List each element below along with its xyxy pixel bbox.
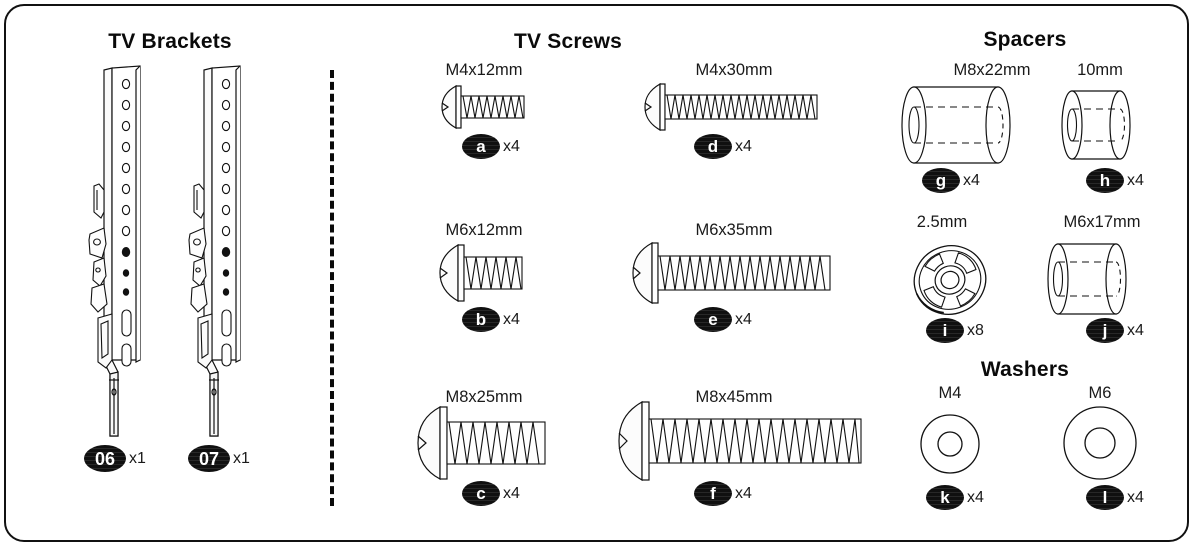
part-badge-j: j x4 — [1086, 318, 1144, 343]
badge-ellipse-b: b — [462, 307, 500, 332]
part-badge-a: a x4 — [462, 134, 520, 159]
qty-06: x1 — [129, 449, 146, 467]
part-label-k: M4 — [938, 384, 962, 402]
part-badge-b: b x4 — [462, 307, 520, 332]
part-label-c: M8x25mm — [445, 388, 523, 406]
screw-b-icon — [436, 243, 536, 303]
badge-ellipse-f: f — [694, 481, 732, 506]
part-badge-06: 06 x1 — [84, 445, 146, 472]
qty-k: x4 — [967, 488, 984, 506]
qty-a: x4 — [503, 137, 520, 155]
part-badge-l: l x4 — [1086, 485, 1144, 510]
badge-ellipse-k: k — [926, 485, 964, 510]
section-title-spacers: Spacers — [983, 28, 1067, 51]
tv-bracket-07-icon — [188, 62, 258, 442]
part-badge-d: d x4 — [694, 134, 752, 159]
qty-e: x4 — [735, 310, 752, 328]
part-badge-h: h x4 — [1086, 168, 1144, 193]
part-label-b: M6x12mm — [445, 221, 523, 239]
qty-d: x4 — [735, 137, 752, 155]
badge-ellipse-e: e — [694, 307, 732, 332]
spacer-j-icon — [1044, 238, 1144, 320]
qty-f: x4 — [735, 484, 752, 502]
badge-ellipse-i: i — [926, 318, 964, 343]
spacer-g-icon — [898, 83, 1018, 167]
washer-l-icon — [1056, 398, 1148, 488]
part-label-d: M4x30mm — [695, 61, 773, 79]
section-title-tv-screws: TV Screws — [513, 30, 623, 53]
part-badge-c: c x4 — [462, 481, 520, 506]
part-label-i: 2.5mm — [916, 213, 968, 231]
qty-j: x4 — [1127, 321, 1144, 339]
part-badge-k: k x4 — [926, 485, 984, 510]
part-label-h: 10mm — [1077, 61, 1123, 79]
part-label-j: M6x17mm — [1063, 213, 1141, 231]
washer-k-icon — [912, 406, 992, 482]
badge-ellipse-l: l — [1086, 485, 1124, 510]
section-divider-dashed — [330, 70, 334, 506]
qty-g: x4 — [963, 171, 980, 189]
badge-ellipse-06: 06 — [84, 445, 126, 472]
qty-l: x4 — [1127, 488, 1144, 506]
part-label-g: M8x22mm — [953, 61, 1031, 79]
part-badge-i: i x8 — [926, 318, 984, 343]
section-title-tv-brackets: TV Brackets — [108, 30, 232, 53]
badge-ellipse-g: g — [922, 168, 960, 193]
screw-a-icon — [438, 84, 538, 130]
badge-ellipse-c: c — [462, 481, 500, 506]
screw-e-icon — [628, 240, 838, 306]
screw-d-icon — [640, 82, 830, 132]
badge-ellipse-j: j — [1086, 318, 1124, 343]
badge-ellipse-a: a — [462, 134, 500, 159]
section-title-washers: Washers — [980, 358, 1070, 381]
screw-c-icon — [414, 404, 554, 482]
spacer-i-icon — [902, 238, 998, 322]
qty-i: x8 — [967, 321, 984, 339]
part-badge-07: 07 x1 — [188, 445, 250, 472]
qty-h: x4 — [1127, 171, 1144, 189]
qty-07: x1 — [233, 449, 250, 467]
spacer-h-icon — [1058, 83, 1148, 167]
part-badge-g: g x4 — [922, 168, 980, 193]
qty-b: x4 — [503, 310, 520, 328]
part-label-f: M8x45mm — [695, 388, 773, 406]
part-label-l: M6 — [1088, 384, 1112, 402]
badge-ellipse-07: 07 — [188, 445, 230, 472]
part-label-e: M6x35mm — [695, 221, 773, 239]
part-badge-f: f x4 — [694, 481, 752, 506]
part-label-a: M4x12mm — [445, 61, 523, 79]
screw-f-icon — [614, 399, 866, 483]
part-badge-e: e x4 — [694, 307, 752, 332]
qty-c: x4 — [503, 484, 520, 502]
badge-ellipse-h: h — [1086, 168, 1124, 193]
badge-ellipse-d: d — [694, 134, 732, 159]
tv-bracket-06-icon — [88, 62, 158, 442]
